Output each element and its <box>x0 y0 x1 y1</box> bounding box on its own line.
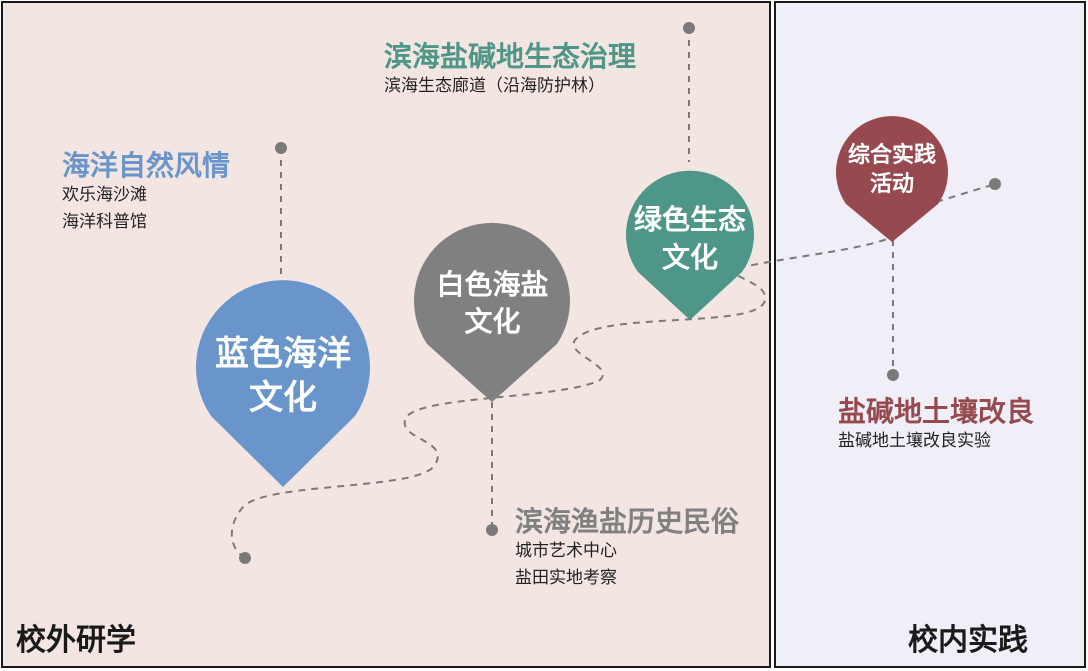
list-item: 欢乐海沙滩 <box>62 185 147 205</box>
list-item: 城市艺术中心 <box>515 541 617 561</box>
list-item: 海洋科普馆 <box>62 212 147 232</box>
pin-blue-label: 蓝色海洋 文化 <box>215 334 351 418</box>
dot-ecology <box>683 22 695 34</box>
callout-soil-title: 盐碱地土壤改良 <box>838 395 1035 428</box>
pin-comprehensive-practice <box>836 116 948 242</box>
callout-ecology-items: 滨海生态廊道（沿海防护林） <box>384 73 605 100</box>
pin-blue-ocean-culture <box>195 280 370 487</box>
pin-green-label: 绿色生态 文化 <box>633 203 746 274</box>
pin-white-salt-culture <box>414 222 570 402</box>
pin-green-ecology-culture <box>626 170 754 320</box>
list-item: 盐碱地土壤改良实验 <box>838 431 991 451</box>
callout-soil-items: 盐碱地土壤改良实验 <box>838 428 991 455</box>
callout-salt-items: 城市艺术中心 盐田实地考察 <box>515 538 617 592</box>
list-item: 滨海生态廊道（沿海防护林） <box>384 76 605 96</box>
pin-gray-label: 白色海盐 文化 <box>436 268 549 338</box>
pin-red-label: 综合实践 活动 <box>847 143 936 197</box>
section-label-outside: 校外研学 <box>16 623 136 658</box>
dot-route-start <box>239 552 251 564</box>
callout-ocean-title: 海洋自然风情 <box>62 149 231 182</box>
dot-salt <box>486 524 498 536</box>
list-item: 盐田实地考察 <box>515 568 617 588</box>
section-label-inside: 校内实践 <box>908 623 1028 658</box>
callout-salt-title: 滨海渔盐历史民俗 <box>515 505 740 538</box>
callout-ocean-items: 欢乐海沙滩 海洋科普馆 <box>62 182 147 236</box>
callout-ecology-title: 滨海盐碱地生态治理 <box>384 40 637 73</box>
dot-ocean <box>275 142 287 154</box>
dot-soil <box>887 369 899 381</box>
inside-practice-panel <box>774 1 1086 668</box>
dot-route-end <box>989 178 1001 190</box>
outside-study-panel <box>1 1 771 668</box>
route-path <box>230 183 996 559</box>
